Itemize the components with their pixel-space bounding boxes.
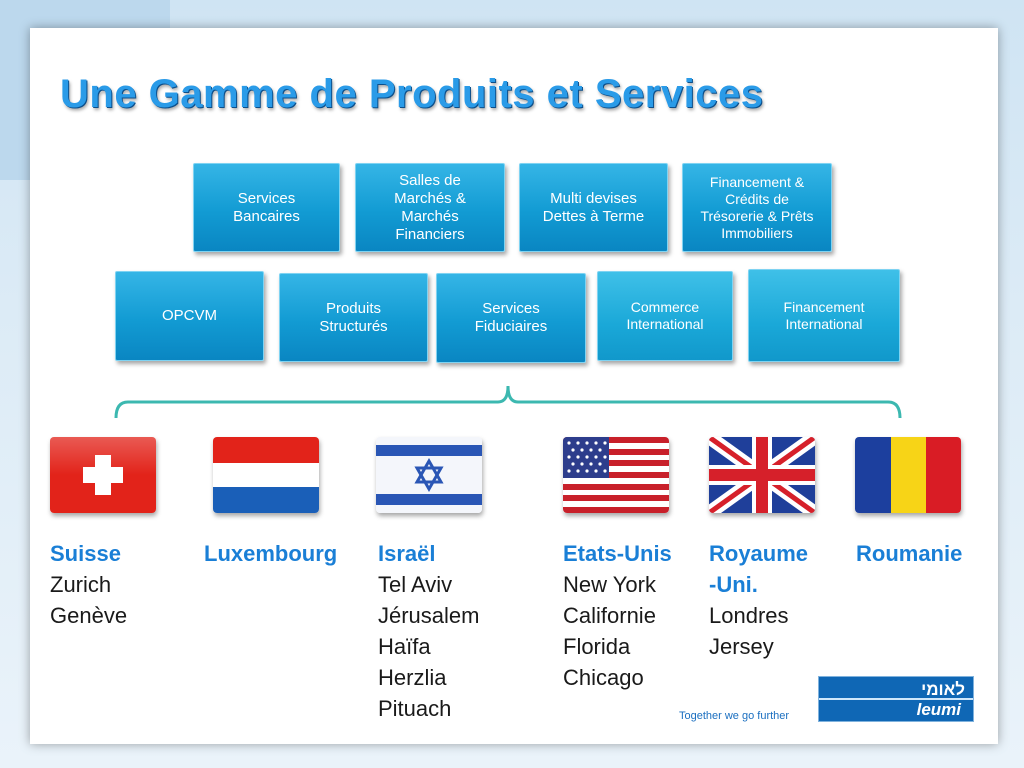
- city-name: Chicago: [563, 665, 644, 690]
- logo-english-text: leumi: [916, 700, 961, 719]
- city-name: Jersey: [709, 634, 774, 659]
- service-box-multi-devises: Multi devises Dettes à Terme: [519, 163, 668, 252]
- service-box-label: Salles de Marchés & Marchés Financiers: [394, 171, 466, 243]
- city-name: Jérusalem: [378, 603, 480, 628]
- country-name: Suisse: [50, 541, 121, 566]
- country-luxembourg: Luxembourg: [204, 538, 337, 569]
- city-name: Pituach: [378, 696, 452, 721]
- service-box-financement-credits: Financement & Crédits de Trésorerie & Pr…: [682, 163, 832, 252]
- city-name: Herzlia: [378, 665, 447, 690]
- city-name: Zurich: [50, 572, 112, 597]
- service-box-label: Services Bancaires: [233, 189, 300, 225]
- service-box-label: Multi devises Dettes à Terme: [542, 189, 645, 225]
- country-name: Israël: [378, 541, 436, 566]
- uk-flag-icon: [709, 437, 815, 513]
- country-name: Etats-Unis: [563, 541, 672, 566]
- service-box-label: OPCVM: [161, 307, 217, 324]
- slide-canvas: [30, 28, 998, 744]
- service-box-commerce-international: Commerce International: [597, 271, 733, 361]
- service-box-services-fiduciaires: Services Fiduciaires: [436, 273, 586, 363]
- service-box-label: Commerce International: [626, 299, 704, 332]
- bracket-connector: [114, 385, 902, 419]
- country-roumanie: Roumanie: [856, 538, 962, 569]
- leumi-logo: לאומי leumi: [818, 676, 974, 722]
- service-box-opcvm: OPCVM: [115, 271, 264, 361]
- logo-tagline: Together we go further: [679, 710, 790, 722]
- city-name: New York: [563, 572, 656, 597]
- city-name: Florida: [563, 634, 631, 659]
- service-box-salles-de-marches: Salles de Marchés & Marchés Financiers: [355, 163, 505, 252]
- luxembourg-flag-icon: [213, 437, 319, 513]
- city-name: Genève: [50, 603, 128, 628]
- city-name: Californie: [563, 603, 656, 628]
- service-box-label: Financement & Crédits de Trésorerie & Pr…: [700, 173, 814, 241]
- country-name: Luxembourg: [204, 541, 338, 566]
- slide-title: Une Gamme de Produits et Services: [60, 72, 764, 116]
- city-name: Tel Aviv: [378, 572, 453, 597]
- usa-flag-icon: [563, 437, 669, 513]
- logo-stripe: [819, 698, 973, 700]
- country-name: Roumanie: [856, 541, 963, 566]
- service-box-label: Services Fiduciaires: [474, 300, 548, 335]
- country-israel: Israël Tel Aviv Jérusalem Haïfa Herzlia …: [378, 538, 479, 724]
- switzerland-flag-icon: [50, 437, 156, 513]
- service-box-services-bancaires: Services Bancaires: [193, 163, 340, 252]
- service-box-label: Produits Structurés: [319, 299, 388, 335]
- israel-flag-icon: [376, 437, 482, 513]
- country-suisse: Suisse Zurich Genève: [50, 538, 127, 631]
- logo-hebrew-text: לאומי: [921, 680, 965, 699]
- country-royaume-uni: Royaume -Uni. Londres Jersey: [709, 538, 808, 662]
- country-etats-unis: Etats-Unis New York Californie Florida C…: [563, 538, 672, 693]
- city-name: Haïfa: [378, 634, 431, 659]
- service-box-produits-structures: Produits Structurés: [279, 273, 428, 362]
- romania-flag-icon: [855, 437, 961, 513]
- service-box-label: Financement International: [783, 298, 865, 332]
- city-name: Londres: [709, 603, 789, 628]
- service-box-financement-international: Financement International: [748, 269, 900, 362]
- country-name: Royaume -Uni.: [709, 541, 809, 597]
